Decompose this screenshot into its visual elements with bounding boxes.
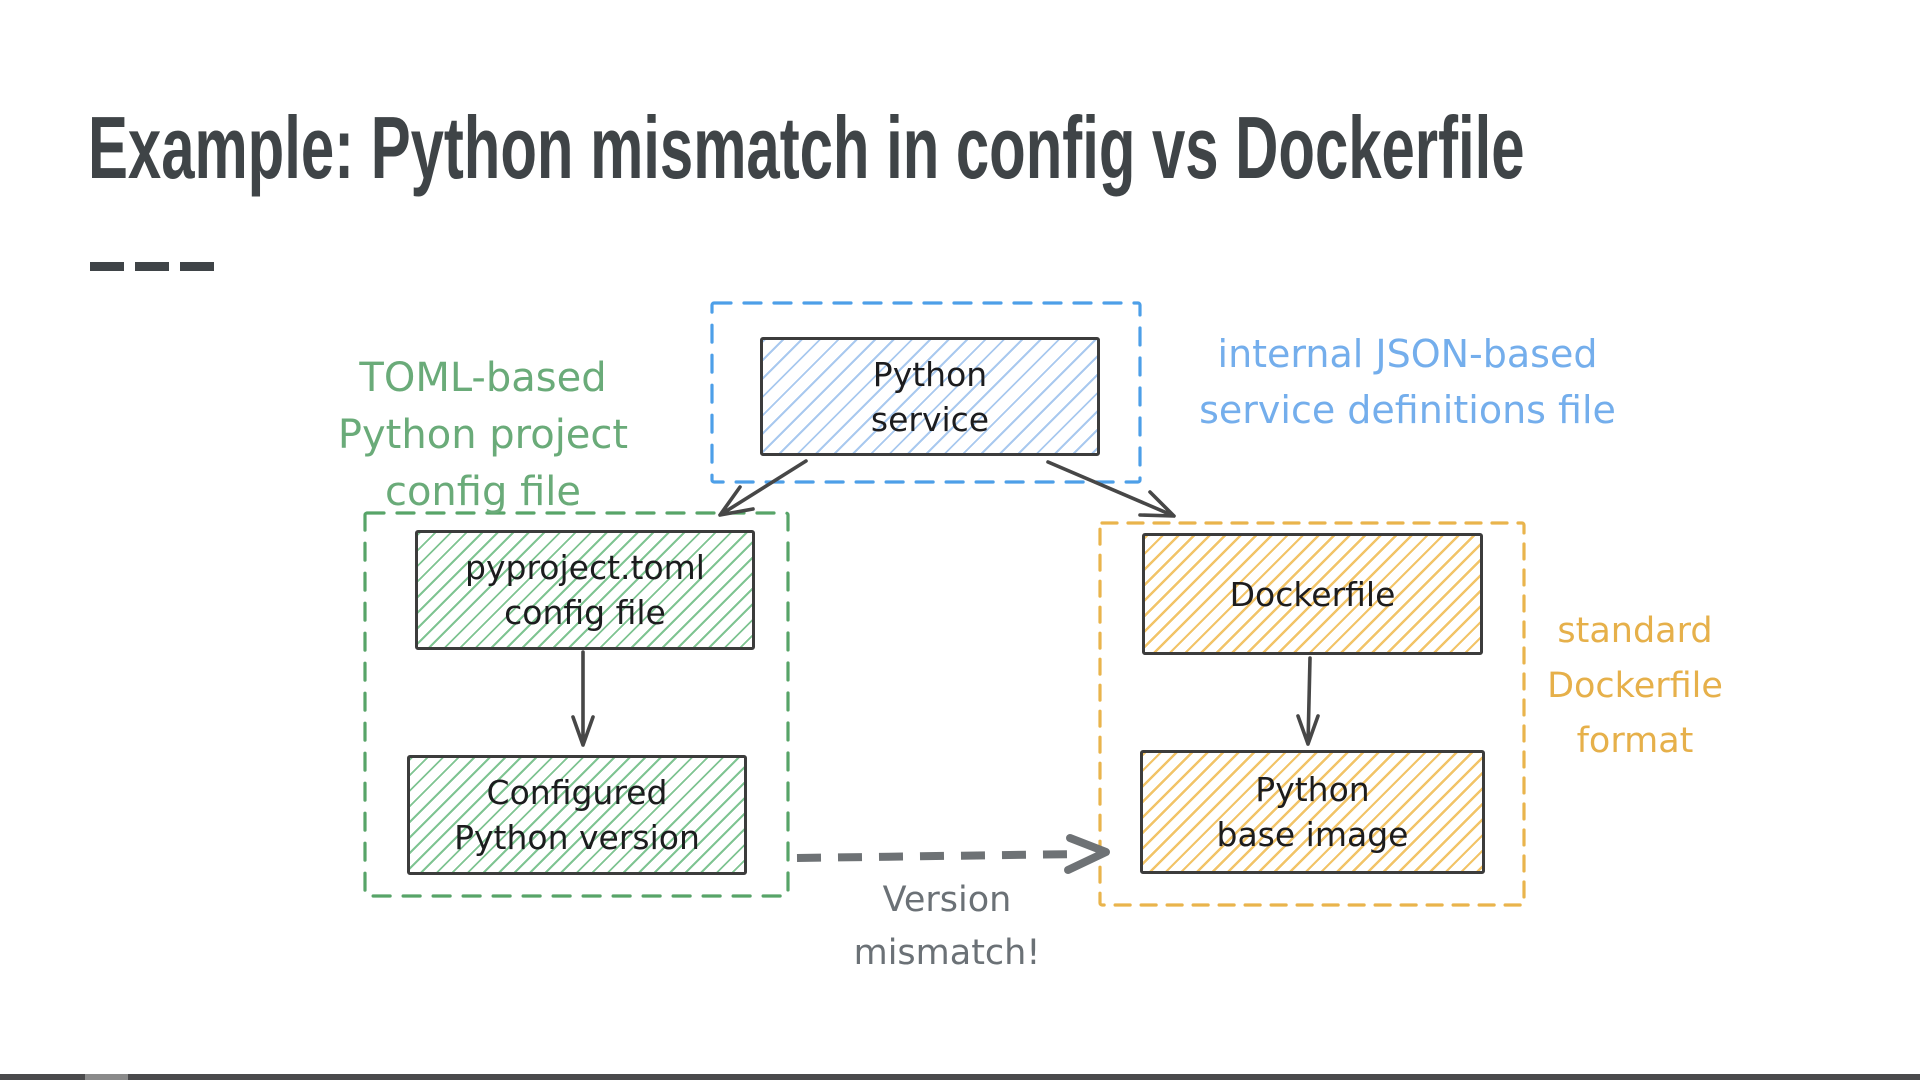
title-dash — [135, 262, 169, 271]
node-label-line: service — [870, 399, 990, 439]
node-label-line: Python — [872, 354, 988, 394]
node-label-line: pyproject.toml — [465, 548, 705, 587]
arrow-dockerfile-to-baseimage — [1296, 656, 1320, 746]
arrow-service-to-pyproject — [718, 459, 808, 517]
video-progress-bar[interactable] — [0, 1074, 1920, 1080]
orange-dashed-region — [1098, 521, 1526, 907]
annotation-line: standard — [1557, 611, 1713, 651]
node-pyproject-toml: pyproject.toml config file — [415, 530, 755, 650]
node-label-line: Python — [1255, 770, 1370, 809]
mismatch-arrowhead — [1064, 834, 1110, 874]
node-label-line: Dockerfile — [1229, 574, 1396, 614]
node-label-line: config file — [504, 593, 666, 632]
annotation-line: service definitions file — [1199, 388, 1616, 432]
green-dashed-region — [363, 511, 790, 898]
annotation-line: TOML-based — [359, 355, 607, 401]
page-title-text: Example: Python mismatch in config vs Do… — [88, 98, 1525, 197]
arrow-pyproject-to-version — [571, 650, 595, 747]
page-title: Example: Python mismatch in config vs Do… — [88, 98, 1920, 198]
node-label-line: Python version — [454, 818, 700, 857]
annotation-line: Version — [882, 880, 1012, 920]
annotation-line: Python project — [337, 412, 629, 458]
annotation-standard-dockerfile: standard Dockerfile format — [1535, 604, 1735, 769]
annotation-line: mismatch! — [853, 933, 1041, 973]
annotation-toml-config: TOML-based Python project config file — [268, 350, 698, 521]
annotation-version-mismatch: Version mismatch! — [827, 874, 1067, 980]
node-label-line: base image — [1216, 815, 1409, 854]
annotation-line: internal JSON-based — [1217, 332, 1598, 376]
node-python-base-image: Python base image — [1140, 750, 1485, 874]
annotation-line: format — [1576, 721, 1694, 761]
node-label-line: Configured — [486, 773, 668, 812]
node-python-service: Python service — [760, 337, 1100, 456]
annotation-json-service-defs: internal JSON-based service definitions … — [1185, 326, 1630, 438]
arrow-service-to-dockerfile — [1046, 460, 1176, 518]
title-dash — [180, 262, 214, 271]
annotation-line: Dockerfile — [1547, 666, 1723, 706]
title-underline-dashes — [90, 262, 214, 271]
annotation-line: config file — [384, 469, 582, 515]
node-configured-python-version: Configured Python version — [407, 755, 747, 875]
node-dockerfile: Dockerfile — [1142, 533, 1483, 655]
blue-dashed-region — [710, 301, 1142, 484]
mismatch-dashed-line — [796, 850, 1083, 862]
video-progress-segment — [85, 1074, 128, 1080]
title-dash — [90, 262, 124, 271]
